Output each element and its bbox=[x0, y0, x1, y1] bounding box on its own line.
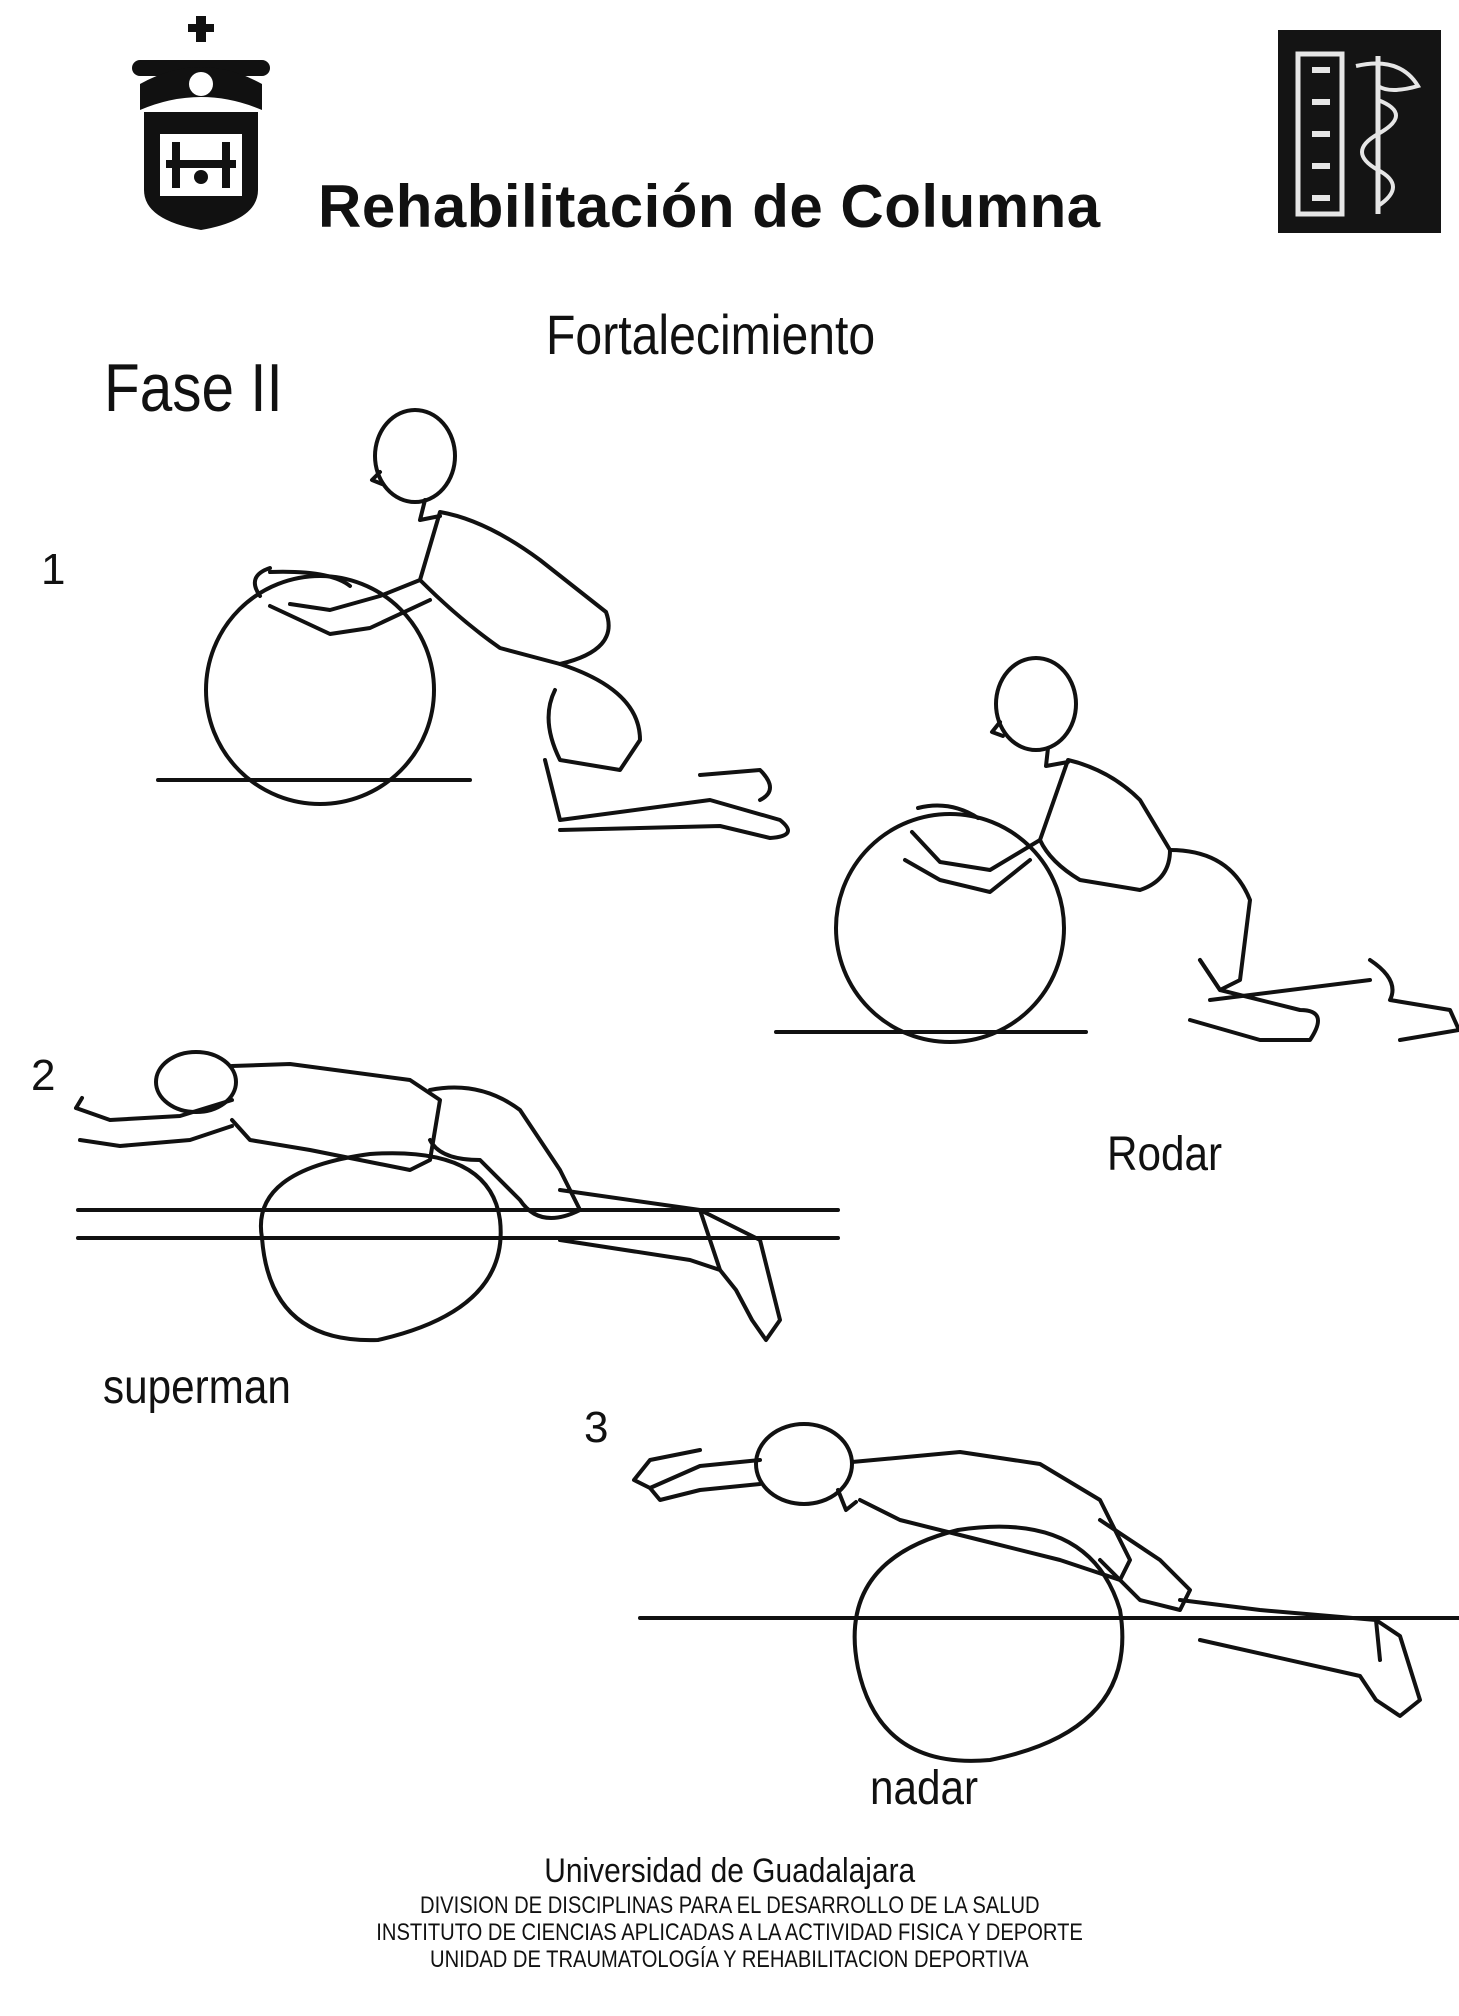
figure-rodar-start-illustration bbox=[156, 408, 790, 840]
exercise-caption-rodar: Rodar bbox=[1107, 1128, 1223, 1181]
figure-rodar-end-illustration bbox=[774, 656, 1459, 1044]
exercise-number-2: 2 bbox=[31, 1051, 56, 1100]
exercise-caption-nadar: nadar bbox=[870, 1762, 979, 1815]
footer-university: Universidad de Guadalajara bbox=[544, 1852, 915, 1890]
university-crest-icon bbox=[132, 16, 270, 230]
section-subtitle: Fortalecimiento bbox=[546, 303, 876, 366]
footer-line-unit: UNIDAD DE TRAUMATOLOGÍA Y REHABILITACION… bbox=[430, 1946, 1029, 1973]
figure-superman-illustration bbox=[74, 1050, 840, 1343]
exercise-number-3: 3 bbox=[584, 1403, 609, 1452]
exercise-caption-superman: superman bbox=[103, 1361, 291, 1414]
cucs-caduceus-logo-icon bbox=[1278, 30, 1441, 233]
footer: Universidad de Guadalajara DIVISION DE D… bbox=[0, 1854, 1459, 1975]
figure-nadar-illustration bbox=[632, 1422, 1459, 1763]
exercise-number-1: 1 bbox=[41, 545, 66, 594]
footer-line-institute: INSTITUTO DE CIENCIAS APLICADAS A LA ACT… bbox=[376, 1919, 1083, 1946]
page-title: Rehabilitación de Columna bbox=[318, 173, 1101, 240]
phase-label: Fase II bbox=[104, 350, 283, 426]
footer-line-division: DIVISION DE DISCIPLINAS PARA EL DESARROL… bbox=[419, 1892, 1040, 1919]
